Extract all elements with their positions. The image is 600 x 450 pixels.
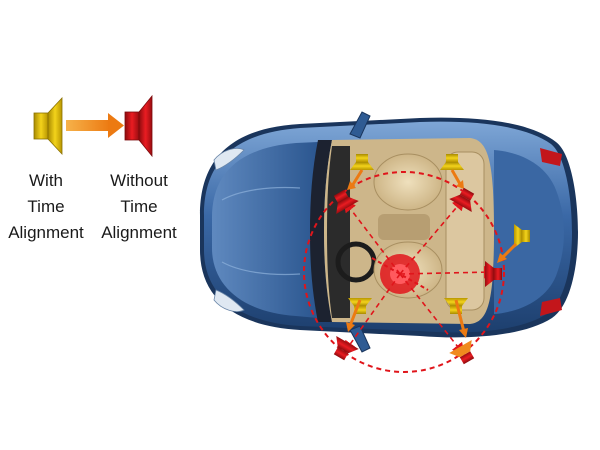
red-speaker-icon: [449, 339, 475, 365]
without-time-alignment-label: Without Time Alignment: [94, 168, 184, 246]
car-top-view: [200, 111, 578, 353]
red-speaker-icon: [449, 187, 475, 213]
legend-with-line-3: Alignment: [8, 223, 84, 242]
yellow-speaker-icon: [350, 154, 374, 170]
legend: [33, 94, 153, 158]
legend-without-line-3: Alignment: [101, 223, 177, 242]
with-time-alignment-label: With Time Alignment: [2, 168, 90, 246]
red-speaker-icon: [124, 94, 153, 158]
red-speaker-icon: [485, 261, 502, 287]
listening-zone-circle: [303, 171, 505, 373]
yellow-speaker-icon: [33, 96, 63, 156]
red-speaker-icon: [333, 189, 359, 215]
yellow-speaker-icon: [440, 154, 464, 170]
alignment-arrows: [346, 169, 518, 338]
legend-without-line-2: Time: [120, 197, 158, 216]
unaligned-speakers: [333, 187, 502, 365]
legend-arrow: [66, 113, 124, 138]
aligned-speakers: [348, 154, 530, 314]
legend-with-line-1: With: [29, 171, 63, 190]
sound-paths: [343, 197, 497, 356]
red-speaker-icon: [333, 335, 359, 361]
yellow-speaker-icon: [514, 224, 530, 248]
legend-without-line-1: Without: [110, 171, 168, 190]
legend-with-line-2: Time: [27, 197, 65, 216]
